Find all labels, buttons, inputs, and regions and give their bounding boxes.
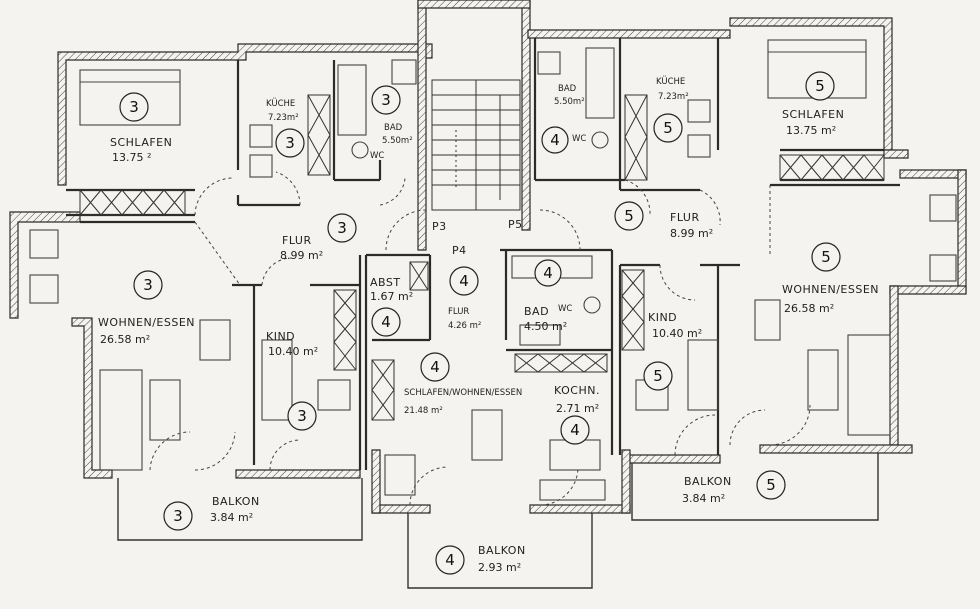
unit-marker: 3 (275, 128, 305, 158)
svg-text:4: 4 (543, 264, 553, 282)
svg-text:3: 3 (173, 507, 183, 525)
svg-text:3: 3 (143, 276, 153, 294)
unit-marker: 4 (435, 545, 465, 575)
room-name-abst-4: ABST (370, 276, 401, 289)
room-name-balkon-3: BALKON (212, 495, 260, 508)
room-name-kind-5: KIND (648, 311, 677, 324)
room-area-balkon-4: 2.93 m² (478, 561, 521, 574)
svg-text:3: 3 (285, 134, 295, 152)
wc-label-4: WC (558, 304, 572, 314)
room-name-flur-3: FLUR (282, 234, 312, 247)
room-area-bad-5: 5.50m² (554, 97, 585, 107)
unit-marker: 5 (643, 361, 673, 391)
unit-marker: 4 (560, 415, 590, 445)
svg-text:4: 4 (430, 358, 440, 376)
room-name-kind-3: KIND (266, 330, 295, 343)
svg-text:4: 4 (459, 272, 469, 290)
room-area-kind-5: 10.40 m² (652, 327, 702, 340)
room-name-bad-3: BAD (384, 123, 403, 133)
svg-text:4: 4 (445, 551, 455, 569)
room-area-schlafen-5: 13.75 m² (786, 124, 836, 137)
unit-marker: 4 (541, 126, 569, 154)
svg-text:5: 5 (663, 119, 673, 137)
interior-walls (66, 38, 900, 470)
balconies (117, 453, 879, 589)
door-swings (149, 171, 811, 506)
unit-marker: 5 (805, 71, 835, 101)
room-area-balkon-3: 3.84 m² (210, 511, 253, 524)
room-name-balkon-4: BALKON (478, 544, 526, 557)
room-area-balkon-5: 3.84 m² (682, 492, 725, 505)
room-area-schlafen-wohnen-4: 21.48 m² (404, 406, 443, 416)
svg-text:3: 3 (297, 407, 307, 425)
room-name-kochn-4: KOCHN. (554, 384, 600, 397)
svg-text:4: 4 (570, 421, 580, 439)
svg-text:5: 5 (821, 248, 831, 266)
room-name-wohnen-3: WOHNEN/ESSEN (98, 316, 195, 329)
room-area-kueche-3: 7.23m² (268, 113, 299, 123)
room-area-flur-4: 4.26 m² (448, 321, 481, 331)
unit-marker: 4 (534, 259, 562, 287)
wc-label-5: WC (572, 134, 586, 144)
room-area-flur-3: 8.99 m² (280, 249, 323, 262)
unit-marker: 5 (614, 201, 644, 231)
landing-label-p5: P5 (508, 218, 523, 231)
svg-text:4: 4 (381, 313, 391, 331)
room-area-flur-5: 8.99 m² (670, 227, 713, 240)
staircase (431, 79, 521, 211)
unit-marker: 4 (449, 266, 479, 296)
room-name-kueche-5: KÜCHE (656, 76, 685, 87)
svg-text:5: 5 (815, 77, 825, 95)
unit-marker: 3 (287, 401, 317, 431)
exterior-walls (9, 0, 967, 514)
unit-marker: 3 (371, 85, 401, 115)
unit-marker: 4 (371, 307, 401, 337)
room-name-schlafen-3: SCHLAFEN (110, 136, 172, 149)
room-area-kochn-4: 2.71 m² (556, 402, 599, 415)
unit-marker: 5 (756, 470, 786, 500)
unit-marker: 3 (163, 501, 193, 531)
landing-label-p3: P3 (432, 220, 447, 233)
unit-marker: 5 (811, 242, 841, 272)
svg-text:5: 5 (624, 207, 634, 225)
wc-label-3: WC (370, 151, 384, 161)
svg-text:3: 3 (129, 98, 139, 116)
landing-label-p4: P4 (452, 244, 467, 257)
room-name-balkon-5: BALKON (684, 475, 732, 488)
room-area-kueche-5: 7.23m² (658, 92, 689, 102)
unit-marker: 3 (119, 92, 149, 122)
room-name-schlafen-5: SCHLAFEN (782, 108, 844, 121)
svg-text:3: 3 (337, 219, 347, 237)
room-area-bad-4: 4.50 m² (524, 320, 567, 333)
svg-text:5: 5 (766, 476, 776, 494)
svg-text:3: 3 (381, 91, 391, 109)
room-name-bad-4: BAD (524, 305, 549, 318)
room-name-bad-5: BAD (558, 84, 577, 94)
furniture (29, 39, 957, 501)
svg-text:5: 5 (653, 367, 663, 385)
room-name-wohnen-5: WOHNEN/ESSEN (782, 283, 879, 296)
room-name-kueche-3: KÜCHE (266, 98, 295, 109)
room-name-schlafen-wohnen-4: SCHLAFEN/WOHNEN/ESSEN (404, 388, 522, 398)
room-area-wohnen-5: 26.58 m² (784, 302, 834, 315)
room-area-bad-3: 5.50m² (382, 136, 413, 146)
room-area-schlafen-3: 13.75 ² (112, 151, 151, 164)
unit-marker: 3 (133, 270, 163, 300)
unit-marker: 5 (653, 113, 683, 143)
unit-marker: 3 (327, 213, 357, 243)
unit-marker: 4 (420, 352, 450, 382)
room-area-wohnen-3: 26.58 m² (100, 333, 150, 346)
svg-text:4: 4 (550, 131, 560, 149)
cross-panels (79, 94, 885, 421)
room-labels: SCHLAFEN 13.75 ² KÜCHE 7.23m² BAD 5.50m²… (98, 76, 879, 574)
room-area-abst-4: 1.67 m² (370, 290, 413, 303)
room-area-kind-3: 10.40 m² (268, 345, 318, 358)
unit-markers: 3 3 3 3 3 3 3 4 4 4 4 4 4 4 5 5 5 5 5 5 (119, 71, 841, 575)
room-name-flur-4: FLUR (448, 307, 469, 317)
room-name-flur-5: FLUR (670, 211, 700, 224)
